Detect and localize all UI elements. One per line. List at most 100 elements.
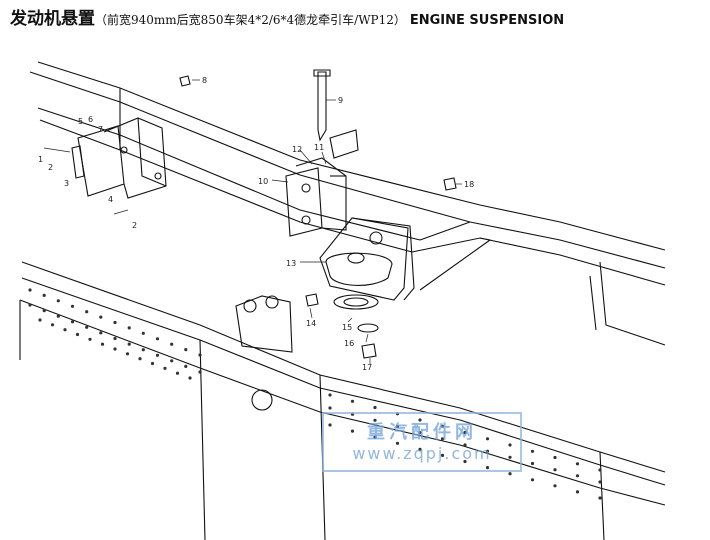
rivet-hole [418,447,422,451]
callout-4: 4 [108,195,113,204]
rivet-hole [575,462,580,466]
callout-14: 14 [306,319,316,328]
rivet-hole [155,353,160,357]
rivet-hole [373,435,377,439]
rivet-hole [70,320,75,324]
rivet-hole [598,480,602,484]
rivet-hole [373,418,377,422]
callout-12: 12 [292,145,302,154]
rivet-hole [150,361,155,366]
rivet-hole [553,468,557,472]
rivet-hole [198,353,202,357]
rivet-hole [418,431,422,435]
rivet-hole [100,342,105,346]
front-rail-bracket [235,295,293,353]
rivet-hole [508,472,512,476]
rivet-hole [463,430,467,435]
callout-8: 8 [202,76,207,85]
rivet-hole [99,315,103,319]
rivet-hole [138,357,142,361]
rivet-hole [113,336,117,341]
rivet-hole [508,455,512,459]
rivet-hole [141,331,145,335]
callout-3: 3 [64,179,69,188]
rivet-hole [56,314,60,318]
title-main: 发动机悬置 [10,9,95,29]
callout-15: 15 [342,323,352,332]
callout-9: 9 [338,96,343,105]
callout-2a: 2 [48,163,53,172]
rivet-hole [328,393,332,397]
left-engine-bracket [43,117,167,215]
callout-18: 18 [464,180,474,189]
rivet-hole [113,347,117,351]
rivet-hole [463,443,467,447]
rivet-hole [63,328,67,332]
callout-16: 16 [344,339,354,348]
rivet-hole [485,449,490,453]
callout-13: 13 [286,259,296,268]
rivet-hole [508,443,512,447]
top-bolts [179,69,457,191]
diagram-title: 发动机悬置（前宽940mm后宽850车架4*2/6*4德龙牵引车/WP12）EN… [10,4,700,34]
upper-frame-rail [29,61,666,346]
rivet-hole [418,418,422,422]
callout-1: 1 [38,155,43,164]
rivet-hole [553,455,557,460]
title-sub: （前宽940mm后宽850车架4*2/6*4德龙牵引车/WP12） [95,13,406,27]
rivet-hole [85,325,89,329]
rivet-hole [440,453,445,457]
callout-6: 6 [88,115,93,124]
rivet-hole [99,331,103,335]
rivet-hole [373,405,377,410]
rivet-hole [485,466,490,470]
rivet-hole [113,320,117,325]
rivet-hole [530,461,535,466]
callout-5: 5 [78,117,83,126]
rivet-hole [598,496,602,500]
callout-11: 11 [314,143,324,152]
lower-frame-rail [19,261,666,540]
rivet-hole [553,484,557,488]
rivet-hole [198,370,202,374]
rivet-hole [56,299,60,303]
rivet-hole [463,459,467,464]
rivet-hole [530,449,535,453]
rivet-hole [440,437,445,441]
watermark-line1: 重汽配件网 [367,422,477,443]
rivet-hole [575,490,580,494]
callout-labels: 1 2 3 4 5 6 7 8 2 9 12 11 10 18 13 14 15… [38,76,474,372]
rivet-hole [175,371,180,375]
rivet-hole [575,474,580,478]
callout-7: 7 [98,125,103,134]
rivet-hole [127,342,131,346]
right-engine-bracket [285,157,415,359]
rivet-hole [163,366,167,370]
rivet-hole [440,424,445,428]
rivet-hole [530,478,535,482]
rivet-hole [184,364,188,368]
rivet-hole [42,293,46,297]
rivet-hole [598,468,602,472]
rivet-hole [125,352,130,356]
rivet-hole [188,376,192,380]
callout-2b: 2 [132,221,137,230]
rivet-hole [141,348,145,352]
rivet-hole [328,406,332,410]
rivet-hole [88,337,92,341]
leader-lines [192,79,462,364]
rivet-hole [75,332,80,337]
title-english: ENGINE SUSPENSION [409,13,565,28]
rivet-hole [155,337,160,341]
rivet-hole [395,441,400,445]
rivet-hole [328,423,332,427]
rivet-hole [127,326,131,330]
rail-holes [28,288,602,500]
rivet-hole [42,309,46,313]
rivet-hole [350,399,355,403]
rivet-hole [50,323,55,327]
rivet-hole [70,304,75,308]
rivet-hole [350,429,355,433]
callout-10: 10 [258,177,268,186]
